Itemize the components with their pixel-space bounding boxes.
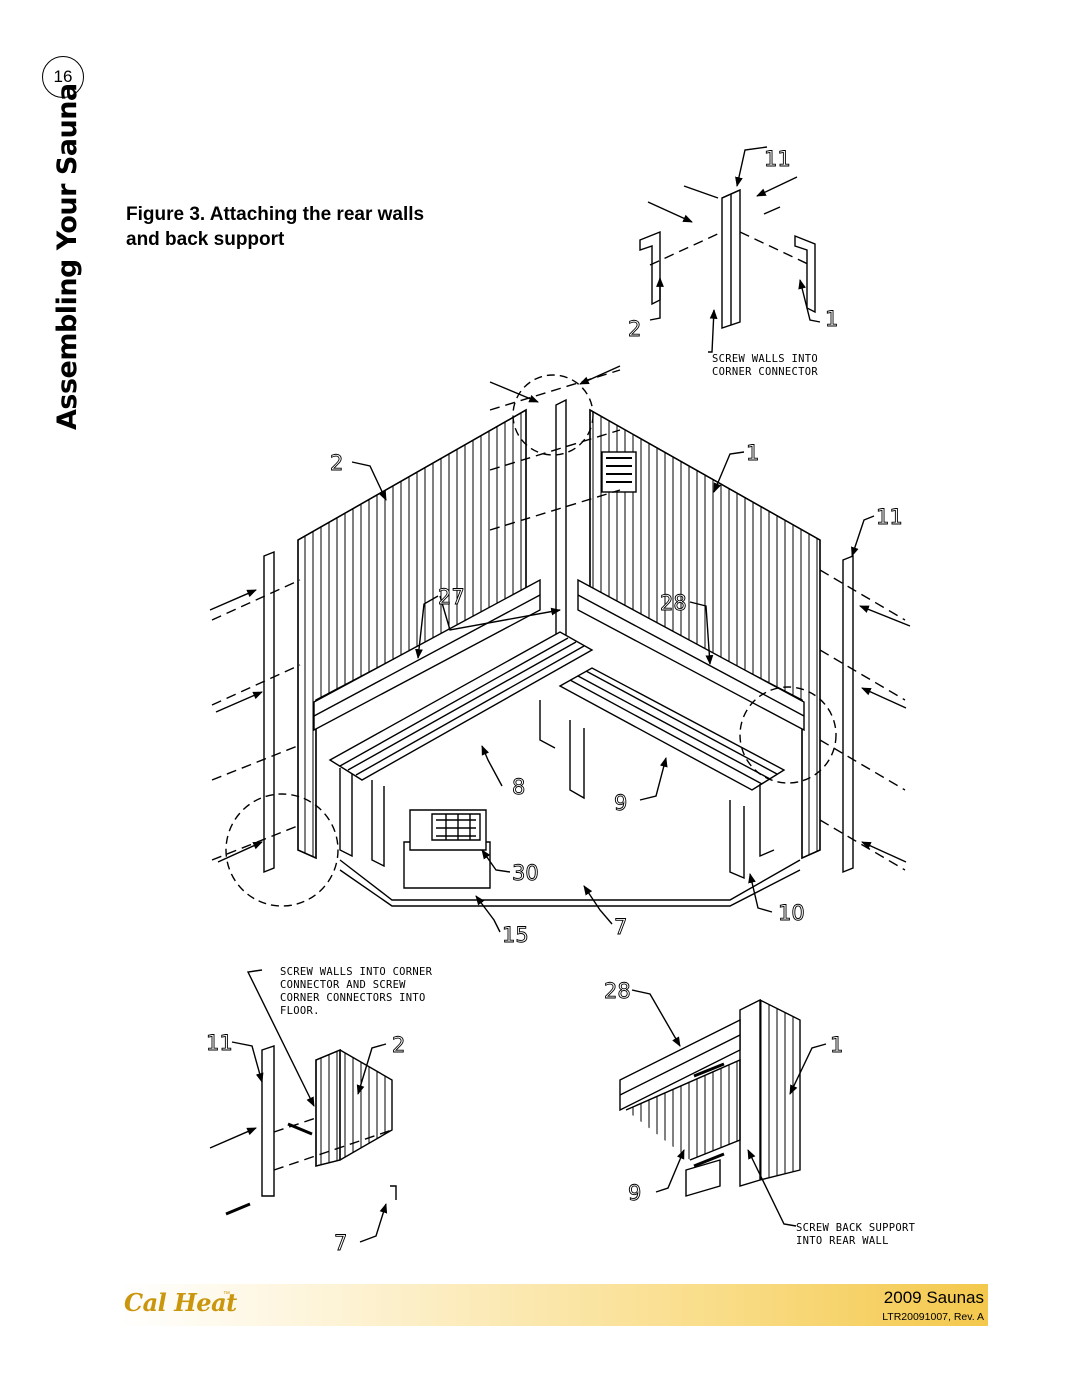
callout-28: 28 [660, 591, 687, 615]
figure-caption-line-1: Figure 3. Attaching the rear walls [126, 204, 425, 225]
note-bl-line-1: SCREW WALLS INTO CORNER [280, 966, 433, 978]
callout-10: 10 [778, 901, 805, 925]
figure-caption-line-2: and back support [126, 229, 285, 250]
callout-27: 27 [438, 585, 465, 609]
top-detail [639, 146, 821, 353]
footer-title: 2009 Saunas [883, 1288, 984, 1307]
note-bl-line-2: CONNECTOR AND SCREW [280, 979, 406, 991]
callout-2: 2 [330, 451, 343, 475]
note-bl-line-3: CORNER CONNECTORS INTO [280, 992, 426, 1004]
callout-30: 30 [512, 861, 539, 885]
callout-2: 2 [392, 1033, 405, 1057]
brand-logo: Cal Heat [124, 1288, 237, 1317]
footer-bar [118, 1284, 988, 1326]
callout-9: 9 [614, 791, 627, 815]
bottom-left-detail [209, 969, 397, 1243]
callout-8: 8 [512, 775, 525, 799]
footer-doc-id: LTR20091007, Rev. A [882, 1311, 984, 1323]
callout-labels: 11 2 1 2 1 11 27 28 8 9 30 10 15 7 11 2 … [206, 147, 904, 1256]
callout-11: 11 [876, 505, 903, 529]
callout-11: 11 [764, 147, 791, 171]
main-assembly [209, 365, 911, 933]
callout-7: 7 [614, 915, 627, 939]
note-bl-line-4: FLOOR. [280, 1005, 320, 1017]
callout-9: 9 [628, 1181, 641, 1205]
brand-trademark: ™ [223, 1291, 230, 1298]
page-number: 16 [42, 56, 84, 98]
note-br-line-1: SCREW BACK SUPPORT [796, 1222, 916, 1234]
figure-caption: Figure 3. Attaching the rear walls and b… [126, 202, 486, 252]
callout-1: 1 [746, 441, 759, 465]
note-top-line-2: CORNER CONNECTOR [712, 366, 818, 378]
assembly-notes: SCREW WALLS INTO CORNER CONNECTOR SCREW … [280, 353, 916, 1247]
note-top-line-1: SCREW WALLS INTO [712, 353, 818, 365]
callout-28: 28 [604, 979, 631, 1003]
callout-11: 11 [206, 1031, 233, 1055]
callout-1: 1 [830, 1033, 843, 1057]
bottom-right-detail [619, 989, 827, 1227]
callout-7: 7 [334, 1231, 347, 1255]
note-br-line-2: INTO REAR WALL [796, 1235, 889, 1247]
callout-1: 1 [825, 307, 838, 331]
callout-15: 15 [502, 923, 529, 947]
callout-2: 2 [628, 317, 641, 341]
